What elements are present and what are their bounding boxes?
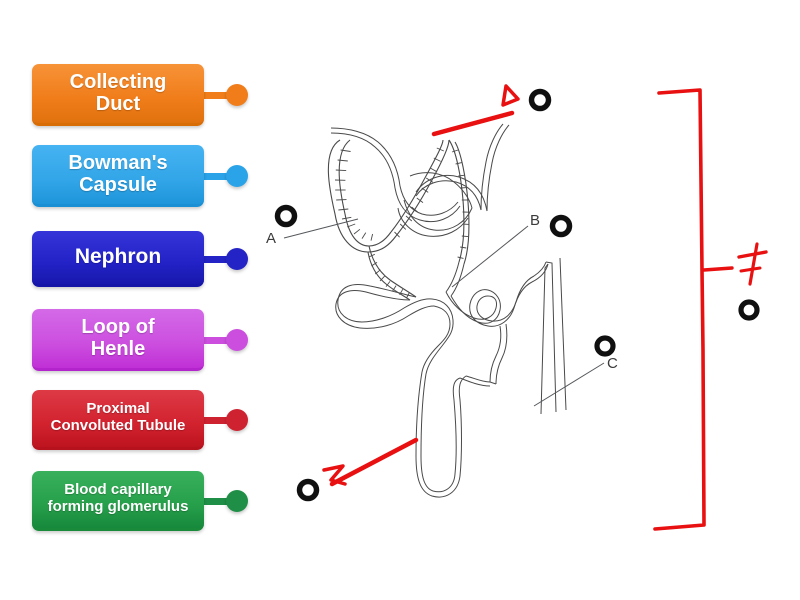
chip-dot[interactable] bbox=[226, 490, 248, 512]
arrow-e-shaft bbox=[329, 437, 419, 487]
marker-ring-f bbox=[738, 299, 760, 321]
leader-a bbox=[283, 218, 359, 239]
chip-connector bbox=[203, 497, 229, 505]
chip-line-1: Blood capillary bbox=[64, 481, 172, 499]
chip-line-1: Bowman's bbox=[68, 152, 168, 174]
marker-label-a: A bbox=[266, 230, 277, 247]
chip-connector bbox=[203, 91, 229, 99]
chip-connector bbox=[203, 172, 229, 180]
chip-dot[interactable] bbox=[226, 84, 248, 106]
chip-line-1: Proximal bbox=[86, 400, 150, 418]
marker-ring-d bbox=[528, 88, 552, 112]
chip-body[interactable]: Collecting Duct bbox=[32, 64, 204, 126]
loop-of-henle-outline bbox=[415, 371, 497, 498]
label-chip-blood-capillary-forming-glomerulus[interactable]: Blood capillary forming glomerulus bbox=[32, 471, 248, 531]
label-chip-loop-of-henle[interactable]: Loop of Henle bbox=[32, 309, 248, 371]
chip-dot[interactable] bbox=[226, 329, 248, 351]
arrow-d-shaft bbox=[431, 110, 515, 137]
label-chip-nephron[interactable]: Nephron bbox=[32, 231, 248, 287]
letter-f-bar-mid bbox=[739, 266, 762, 273]
label-chip-collecting-duct[interactable]: Collecting Duct bbox=[32, 64, 248, 126]
bowmans-capsule-outline bbox=[327, 139, 470, 265]
chip-line-2: forming glomerulus bbox=[47, 498, 189, 515]
glomerulus-capillaries bbox=[330, 123, 510, 237]
marker-ring-c bbox=[594, 335, 616, 357]
leader-lines bbox=[283, 218, 605, 407]
marker-ring-a bbox=[274, 204, 298, 228]
marker-rings bbox=[274, 88, 760, 502]
leader-b bbox=[451, 225, 529, 288]
proximal-convoluted-tubule-outline bbox=[367, 245, 417, 301]
chip-dot[interactable] bbox=[226, 165, 248, 187]
bracket-f bbox=[653, 88, 706, 531]
red-ink-annotations bbox=[322, 84, 768, 531]
marker-label-b: B bbox=[530, 212, 541, 229]
letter-f-bar-top bbox=[737, 250, 768, 259]
chip-line-1: Nephron bbox=[74, 245, 162, 269]
chip-line-2: Convoluted Tubule bbox=[50, 417, 186, 434]
chip-line-1: Loop of bbox=[81, 316, 155, 338]
marker-ring-b bbox=[549, 214, 573, 238]
chip-body[interactable]: Loop of Henle bbox=[32, 309, 204, 371]
arrow-d-head bbox=[501, 84, 520, 107]
chip-connector bbox=[203, 255, 229, 263]
bracket-f-tick bbox=[702, 266, 734, 272]
chip-line-2: Henle bbox=[90, 338, 146, 361]
letter-f-stem bbox=[748, 242, 759, 286]
chip-body[interactable]: Proximal Convoluted Tubule bbox=[32, 390, 204, 450]
convoluted-tubule-loops bbox=[335, 261, 549, 385]
chip-connector bbox=[203, 416, 229, 424]
chip-line-2: Capsule bbox=[79, 174, 157, 197]
label-chip-proximal-convoluted-tubule[interactable]: Proximal Convoluted Tubule bbox=[32, 390, 248, 450]
leader-c bbox=[533, 362, 605, 407]
chip-line-1: Collecting bbox=[69, 71, 167, 93]
chip-dot[interactable] bbox=[226, 248, 248, 270]
marker-label-c: C bbox=[607, 355, 618, 372]
chip-body[interactable]: Bowman's Capsule bbox=[32, 145, 204, 207]
collecting-duct-outline bbox=[540, 257, 567, 415]
marker-ring-e bbox=[296, 478, 320, 502]
chip-line-2: Duct bbox=[95, 93, 141, 116]
arrow-e-head bbox=[322, 464, 347, 486]
chip-dot[interactable] bbox=[226, 409, 248, 431]
chip-connector bbox=[203, 336, 229, 344]
label-chip-bowmans-capsule[interactable]: Bowman's Capsule bbox=[32, 145, 248, 207]
chip-body[interactable]: Nephron bbox=[32, 231, 204, 287]
chip-body[interactable]: Blood capillary forming glomerulus bbox=[32, 471, 204, 531]
